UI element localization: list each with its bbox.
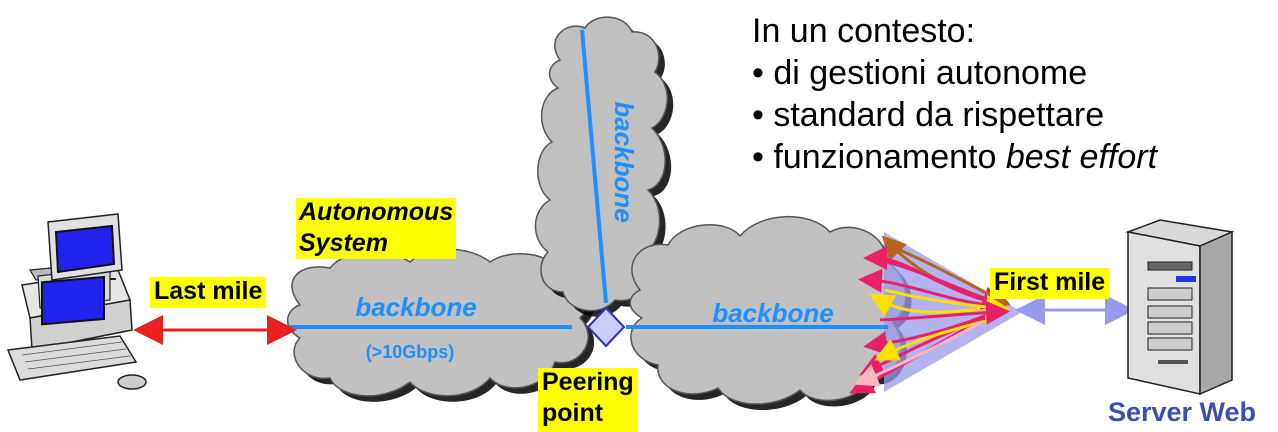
peering-point-line-1: Peering xyxy=(542,370,634,395)
context-bullet-2: • standard da rispettare xyxy=(752,94,1157,136)
backbone-label-right: backbone xyxy=(712,298,833,328)
context-bullet-3-text: • funzionamento xyxy=(752,138,1006,176)
first-mile-label: First mile xyxy=(990,268,1109,299)
backbone-label-left: backbone xyxy=(355,292,476,322)
pc-computer-icon xyxy=(8,214,146,389)
server-icon xyxy=(1128,220,1232,394)
backbone-label-vertical: backbone xyxy=(609,101,639,222)
last-mile-label: Last mile xyxy=(150,277,266,308)
peering-point-label: Peering point xyxy=(538,368,638,432)
backbone-speed-label: (>10Gbps) xyxy=(366,342,455,362)
peering-point-line-2: point xyxy=(542,401,634,426)
context-bullet-3-emphasis: best effort xyxy=(1006,138,1157,176)
context-bullet-1-text: • di gestioni autonome xyxy=(752,54,1087,92)
autonomous-system-label: Autonomous System xyxy=(296,198,456,259)
context-intro: In un contesto: xyxy=(752,10,1157,52)
context-list: In un contesto: • di gestioni autonome •… xyxy=(752,10,1157,178)
autonomous-system-line-1: Autonomous xyxy=(299,200,453,225)
context-bullet-2-text: • standard da rispettare xyxy=(752,96,1104,134)
context-bullet-1: • di gestioni autonome xyxy=(752,52,1157,94)
autonomous-system-line-2: System xyxy=(299,231,453,256)
context-bullet-3: • funzionamento best effort xyxy=(752,136,1157,178)
server-web-label: Server Web xyxy=(1108,397,1256,427)
